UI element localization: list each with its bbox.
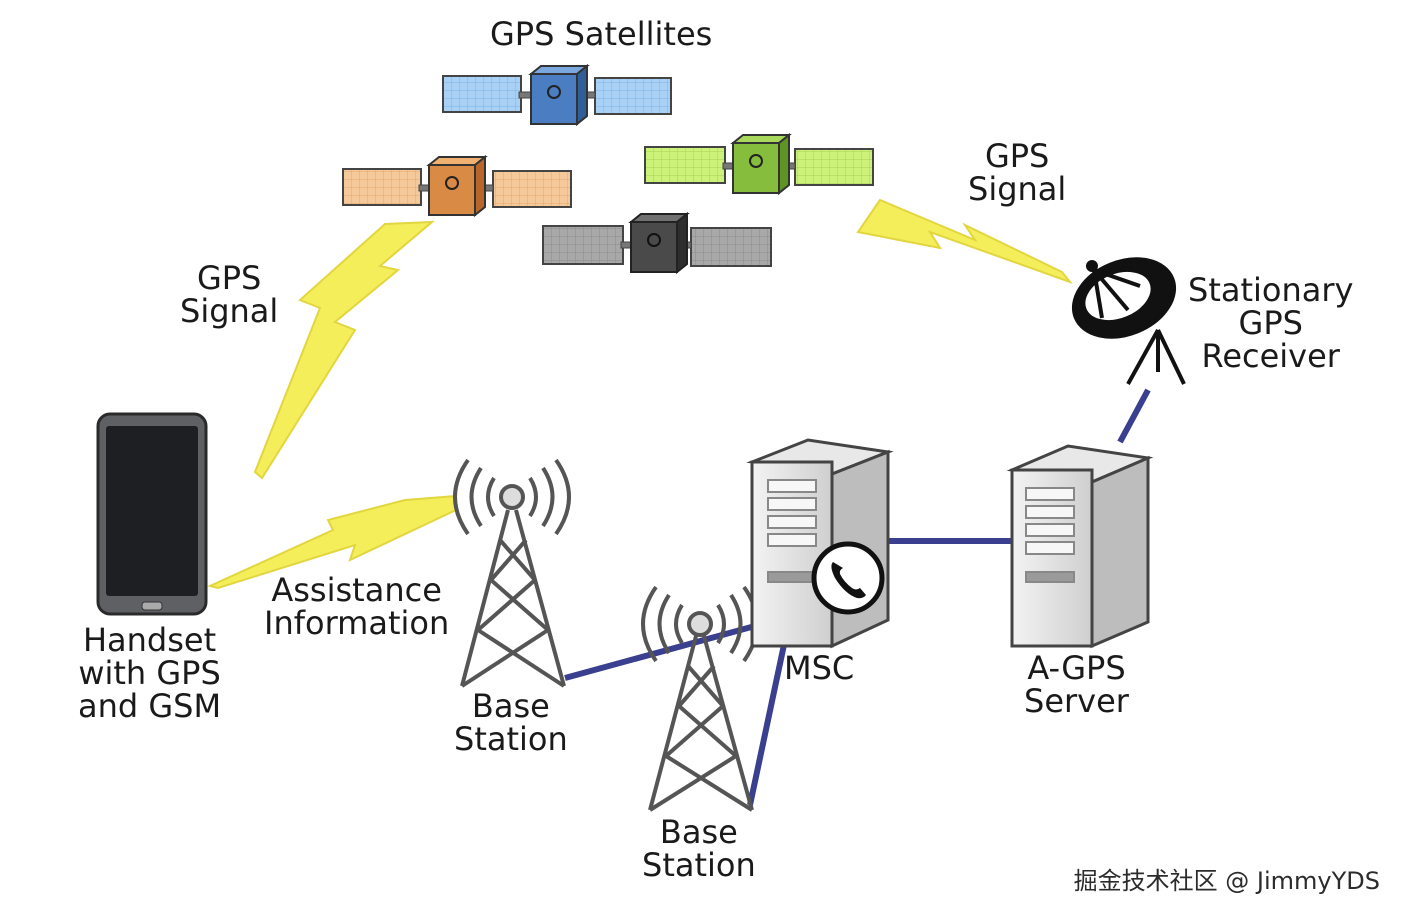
label-line: Stationary: [1188, 271, 1354, 309]
label-base-station-2: Base Station: [642, 816, 756, 882]
satellite-icon: [442, 63, 672, 127]
label-line: GPS: [984, 137, 1050, 175]
label-line: Handset: [82, 621, 217, 659]
label-line: Station: [642, 846, 756, 884]
label-line: GPS: [1238, 304, 1303, 342]
label-gps-signal-left: GPS Signal: [180, 262, 278, 328]
label-line: Base: [659, 813, 738, 851]
label-line: with GPS: [78, 654, 221, 692]
satellite-icon: [644, 132, 874, 196]
label-line: Server: [1024, 682, 1129, 720]
satellite-icon: [342, 154, 572, 218]
label-line: Signal: [180, 292, 279, 330]
lightning-bolt-icon: [206, 494, 457, 590]
satellite-icon: [542, 211, 772, 275]
label-line: Signal: [968, 170, 1067, 208]
label-line: Assistance: [271, 571, 442, 609]
diagram-title: GPS Satellites: [490, 15, 713, 53]
handset-icon: [96, 412, 208, 616]
server-icon: [1006, 444, 1154, 649]
lightning-bolt-icon: [206, 198, 1073, 590]
lightning-bolt-icon: [856, 198, 1073, 285]
watermark: 掘金技术社区 @ JimmyYDS: [1073, 867, 1380, 895]
label-agps-server: A-GPS Server: [1024, 652, 1129, 718]
label-line: and GSM: [78, 687, 222, 725]
label-gps-signal-right: GPS Signal: [968, 140, 1066, 206]
label-assistance-information: Assistance Information: [264, 574, 449, 640]
cell-tower-icon: [453, 458, 571, 688]
server-icon: [746, 438, 894, 649]
satellite-dish-icon: [1071, 257, 1186, 385]
label-line: Information: [264, 604, 450, 642]
lightning-bolt-icon: [253, 220, 435, 480]
phone-icon: [811, 541, 885, 615]
link-base2-msc: [747, 639, 788, 806]
label-line: Receiver: [1201, 337, 1340, 375]
label-line: GPS: [196, 259, 262, 297]
label-line: A-GPS: [1027, 649, 1126, 687]
label-msc: MSC: [784, 649, 855, 687]
cell-tower-icon: [641, 585, 759, 812]
label-line: Base: [471, 687, 550, 725]
label-base-station-1: Base Station: [454, 690, 568, 756]
label-line: Station: [454, 720, 568, 758]
link-agps-receiver: [1117, 388, 1151, 444]
label-stationary-receiver: Stationary GPS Receiver: [1188, 274, 1353, 373]
label-handset: Handset with GPS and GSM: [78, 624, 221, 723]
